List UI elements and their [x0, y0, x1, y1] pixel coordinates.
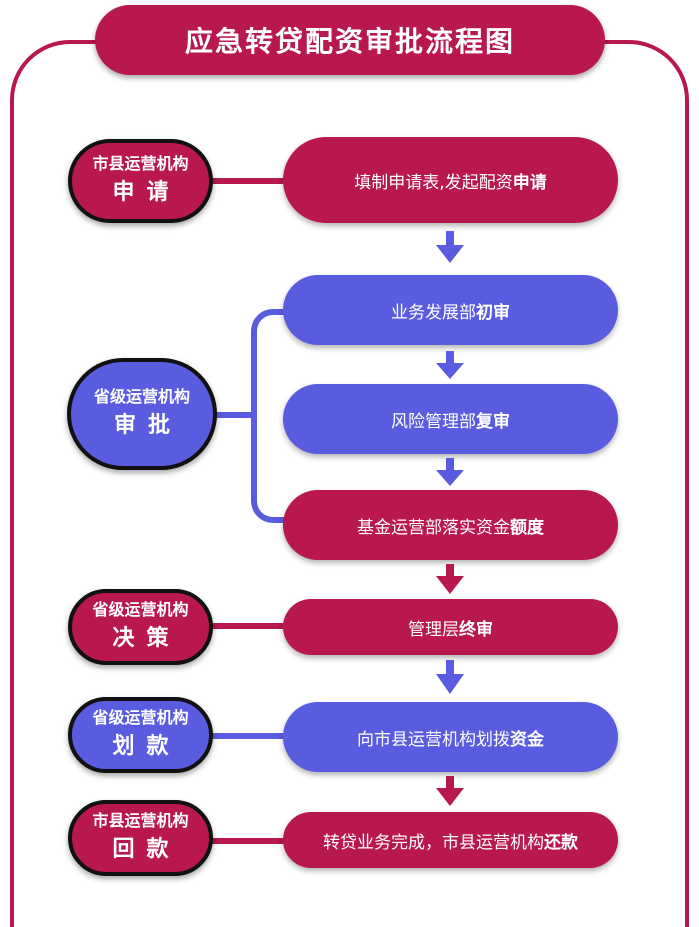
down-arrow-icon: [436, 245, 464, 263]
step-emphasis: 终审: [459, 619, 493, 640]
step-transfer-funds: 向市县运营机构划拨资金: [283, 702, 618, 772]
step-emphasis: 额度: [510, 517, 544, 538]
step-text: 向市县运营机构划拨: [357, 729, 510, 750]
stage-action: 划款: [112, 734, 181, 759]
step-fill-application: 填制申请表,发起配资申请: [283, 137, 618, 223]
connector-repay: [205, 838, 290, 844]
arrow-shaft: [446, 458, 454, 470]
step-emphasis: 初审: [476, 302, 510, 323]
arrow-shaft: [446, 564, 454, 576]
connector-decide: [205, 623, 290, 629]
connector-apply: [205, 178, 290, 184]
stage-decide: 省级运营机构 决策: [68, 589, 213, 665]
step-text: 管理层: [408, 619, 459, 640]
step-text: 填制申请表,发起配资: [354, 172, 513, 193]
stage-org: 省级运营机构: [92, 600, 189, 619]
down-arrow-icon: [436, 363, 464, 379]
diagram-title: 应急转贷配资审批流程图: [184, 25, 515, 58]
down-arrow-icon: [436, 674, 464, 694]
connector-approve-mid: [212, 412, 256, 418]
step-text: 业务发展部: [391, 302, 476, 323]
step-final-review: 管理层终审: [283, 599, 618, 655]
stage-transfer: 省级运营机构 划款: [68, 697, 213, 773]
down-arrow-icon: [436, 576, 464, 594]
stage-action: 决策: [112, 626, 181, 651]
step-emphasis: 复审: [476, 411, 510, 432]
down-arrow-icon: [436, 470, 464, 486]
down-arrow-icon: [436, 788, 464, 806]
stage-apply: 市县运营机构 申请: [68, 139, 213, 223]
arrow-shaft: [446, 660, 454, 674]
arrow-shaft: [446, 351, 454, 363]
stage-repay: 市县运营机构 回款: [68, 800, 213, 876]
step-second-review: 风险管理部复审: [283, 384, 618, 454]
connector-approve-bracket: [251, 309, 296, 523]
arrow-shaft: [446, 231, 454, 245]
step-initial-review: 业务发展部初审: [283, 275, 618, 345]
stage-org: 省级运营机构: [93, 387, 190, 406]
step-emphasis: 还款: [544, 832, 578, 853]
step-fund-quota: 基金运营部落实资金额度: [283, 490, 618, 560]
stage-org: 市县运营机构: [92, 811, 189, 830]
stage-org: 省级运营机构: [92, 708, 189, 727]
step-text: 风险管理部: [391, 411, 476, 432]
stage-action: 申请: [112, 180, 181, 205]
stage-action: 审批: [113, 413, 182, 438]
stage-approve: 省级运营机构 审批: [67, 358, 217, 470]
title-banner: 应急转贷配资审批流程图: [95, 5, 605, 75]
arrow-shaft: [446, 776, 454, 788]
step-emphasis: 资金: [510, 729, 544, 750]
stage-action: 回款: [112, 837, 181, 862]
step-text: 转贷业务完成，市县运营机构: [323, 832, 544, 853]
stage-org: 市县运营机构: [92, 154, 189, 173]
step-emphasis: 申请: [512, 172, 547, 193]
step-text: 基金运营部落实资金: [357, 517, 510, 538]
connector-transfer: [205, 733, 290, 739]
step-repayment: 转贷业务完成，市县运营机构还款: [283, 812, 618, 868]
